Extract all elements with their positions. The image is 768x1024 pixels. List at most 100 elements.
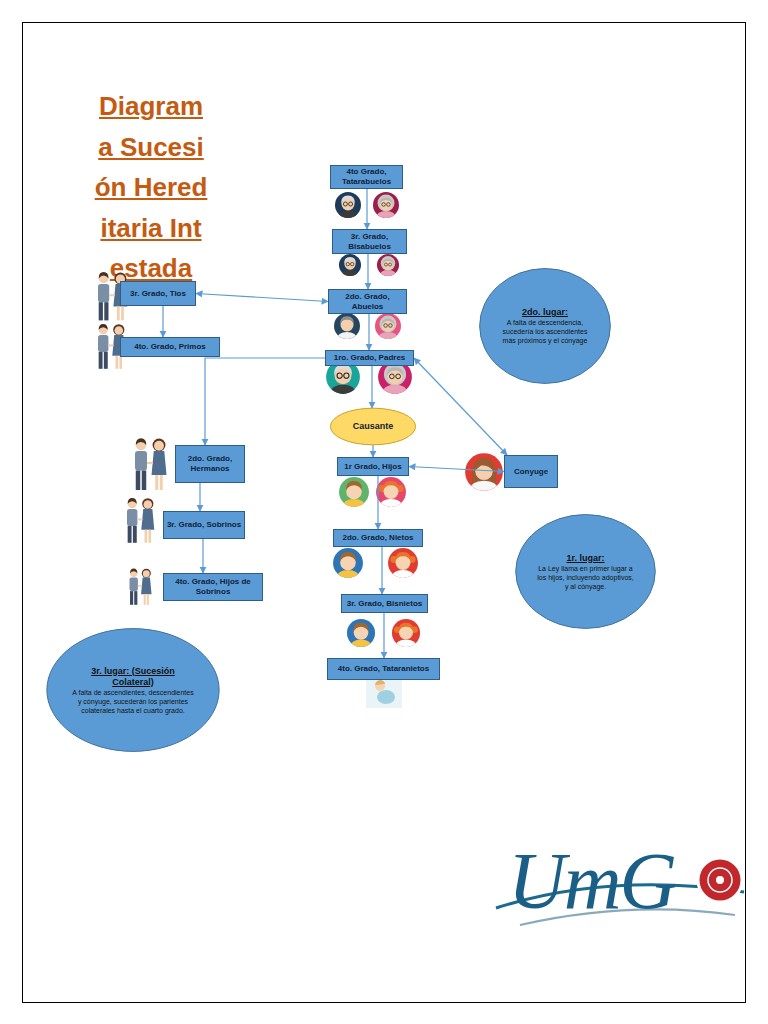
logo-text: UmG [508,836,675,926]
connector [366,189,367,229]
node-text-wrap: 2do. Grado, Hermanos [176,454,244,474]
start-ellipse: Causante [330,408,416,445]
grade-box: 1ro. Grado, Padres [325,350,414,366]
connector [383,613,384,658]
avatar [465,453,503,494]
node-text-wrap: Causante [353,421,394,432]
avatar-face-use [468,458,500,494]
grade-box: 3r. Grado, Sobrinos [163,511,245,539]
grade-box: 2do. Grado, Hermanos [175,445,245,483]
grade-box: 3r. Grado, Tios [120,281,196,306]
avatar-face-use [337,196,359,221]
node-ellipse [47,629,219,752]
node-text-wrap: 2do. lugar:A falta de descendencia, suce… [499,307,591,345]
avatar [335,192,361,220]
baby-hair [375,680,385,685]
node-text-wrap: 3r. Grado, Bisabuelos [333,232,406,252]
logo-emblem-ring [708,868,732,892]
grade-box: 3r. Grado, Bisnietos [341,594,428,613]
node-heading: 2do. Grado, Abuelos [331,292,404,312]
node-text-wrap: 4to. Grado, Hijos de Sobrinos [164,577,262,597]
avatar [392,619,420,649]
avatar [388,548,418,580]
avatar [339,254,361,278]
node-heading: 1r Grado, Hijos [344,462,401,472]
connector [196,294,328,302]
node-heading: 4to. Grado, Tataranietos [338,664,429,674]
node-heading: 2do. Grado, Hermanos [178,454,242,474]
baby-picture [366,676,402,708]
node-heading: 4to Grado, Tatarabuelos [333,167,400,187]
connector [162,306,163,337]
avatar-face-use [379,256,398,278]
grade-box: Conyuge [504,455,558,488]
avatar [375,313,401,341]
node-ellipse [330,408,415,445]
node-heading: 3r. Grado, Tios [130,289,186,299]
node-heading: 4to. Grado, Primos [134,342,206,352]
avatar [333,548,363,580]
avatar-face-use [377,316,399,342]
node-heading: 1r. lugar: [536,553,635,564]
diagram-title: Diagrama Sucesión Hereditaria Intestada [94,86,208,289]
note-circle: 3r. lugar: (Sucesión Colateral)A falta d… [46,628,220,752]
node-heading: 3r. Grado, Bisabuelos [335,232,404,252]
node-body: A falta de descendencia, sucedería los a… [499,318,591,345]
node-text-wrap: Conyuge [512,467,550,477]
baby-bg [366,676,402,708]
node-text-wrap: 1ro. Grado, Padres [332,353,408,363]
avatar-face-use [336,316,358,341]
couple-figure-use [130,569,152,605]
logo-emblem [698,858,742,902]
node-text-wrap: 3r. Grado, Bisnietos [345,599,425,609]
avatar-face-use [390,552,415,580]
avatar-face-use [335,552,360,580]
node-body: La Ley llama en primer lugar a los hijos… [536,564,635,591]
avatar-face-use [341,257,360,278]
node-heading: 3r. Grado, Sobrinos [167,520,241,530]
node-text-wrap: 3r. Grado, Sobrinos [165,520,243,530]
node-text-wrap: 4to. Grado, Primos [132,342,208,352]
node-text-wrap: 2do. Grado, Nietos [340,533,415,543]
node-heading: 3r. lugar: (Sucesión Colateral) [72,666,194,688]
avatar [376,477,406,509]
node-text-wrap: 4to Grado, Tatarabuelos [331,167,402,187]
avatar-face-use [341,481,366,509]
avatar-face-use [381,363,410,396]
node-heading: 2do. Grado, Nietos [342,533,413,543]
node-text-wrap: 1r. lugar:La Ley llama en primer lugar a… [536,553,635,591]
avatar-face-use [329,365,358,397]
connector [414,358,507,455]
grade-box: 4to. Grado, Hijos de Sobrinos [163,573,263,601]
avatar [347,619,375,649]
connector [367,254,368,289]
grade-box: 3r. Grado, Bisabuelos [332,229,407,254]
grade-box: 2do. Grado, Abuelos [328,289,407,314]
avatar-face-use [378,481,403,509]
connector [205,358,325,445]
connector [372,445,373,457]
node-text-wrap: 4to. Grado, Tataranietos [336,664,431,674]
avatar-face-use [394,623,418,649]
node-body: A falta de ascendientes, descendientes y… [72,688,194,715]
connector [377,476,378,529]
node-text-wrap: 1r Grado, Hijos [342,462,403,472]
baby-body [377,690,395,704]
avatar-face-use [375,195,397,221]
baby-head [375,681,385,691]
node-text-wrap: 3r. Grado, Tios [128,289,188,299]
avatar [339,477,369,509]
node-heading: 4to. Grado, Hijos de Sobrinos [166,577,260,597]
couple-figure-use [127,498,154,543]
grade-box: 2do. Grado, Nietos [333,529,423,547]
connector [409,467,504,472]
connector [368,314,369,350]
note-circle: 1r. lugar:La Ley llama en primer lugar a… [515,514,656,629]
grade-box: 4to Grado, Tatarabuelos [330,165,403,189]
avatar [377,254,399,278]
note-circle: 2do. lugar:A falta de descendencia, suce… [479,268,611,384]
grade-box: 1r Grado, Hijos [337,457,409,476]
node-heading: 1ro. Grado, Padres [334,353,406,363]
